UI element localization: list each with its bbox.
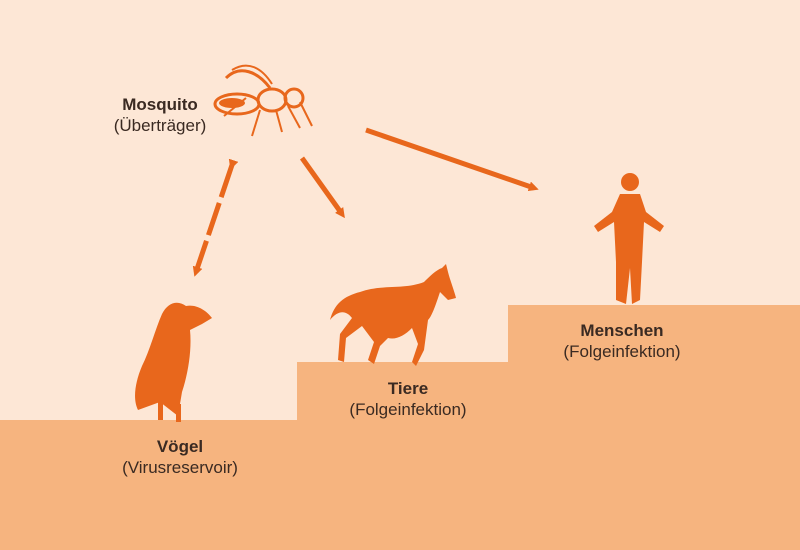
horse-icon (330, 264, 456, 366)
birds-role: (Virusreservoir) (122, 458, 238, 478)
step-humans (508, 305, 800, 550)
label-birds: Vögel (Virusreservoir) (100, 436, 260, 479)
arrow-mosquito-to-animals (299, 156, 345, 219)
mosquito-icon (213, 64, 313, 137)
arrow-mosquito-to-birds (192, 158, 239, 277)
mosquito-name: Mosquito (122, 95, 198, 114)
arrow-mosquito-to-humans (365, 127, 539, 192)
bird-icon (135, 302, 212, 422)
label-mosquito: Mosquito (Überträger) (80, 94, 240, 137)
mosquito-role: (Überträger) (113, 116, 207, 136)
humans-name: Menschen (580, 321, 664, 340)
animals-name: Tiere (387, 379, 429, 398)
animals-role: (Folgeinfektion) (349, 400, 467, 420)
birds-name: Vögel (156, 437, 204, 456)
humans-role: (Folgeinfektion) (563, 342, 681, 362)
human-icon (594, 173, 664, 304)
label-animals: Tiere (Folgeinfektion) (328, 378, 488, 421)
label-humans: Menschen (Folgeinfektion) (542, 320, 702, 363)
